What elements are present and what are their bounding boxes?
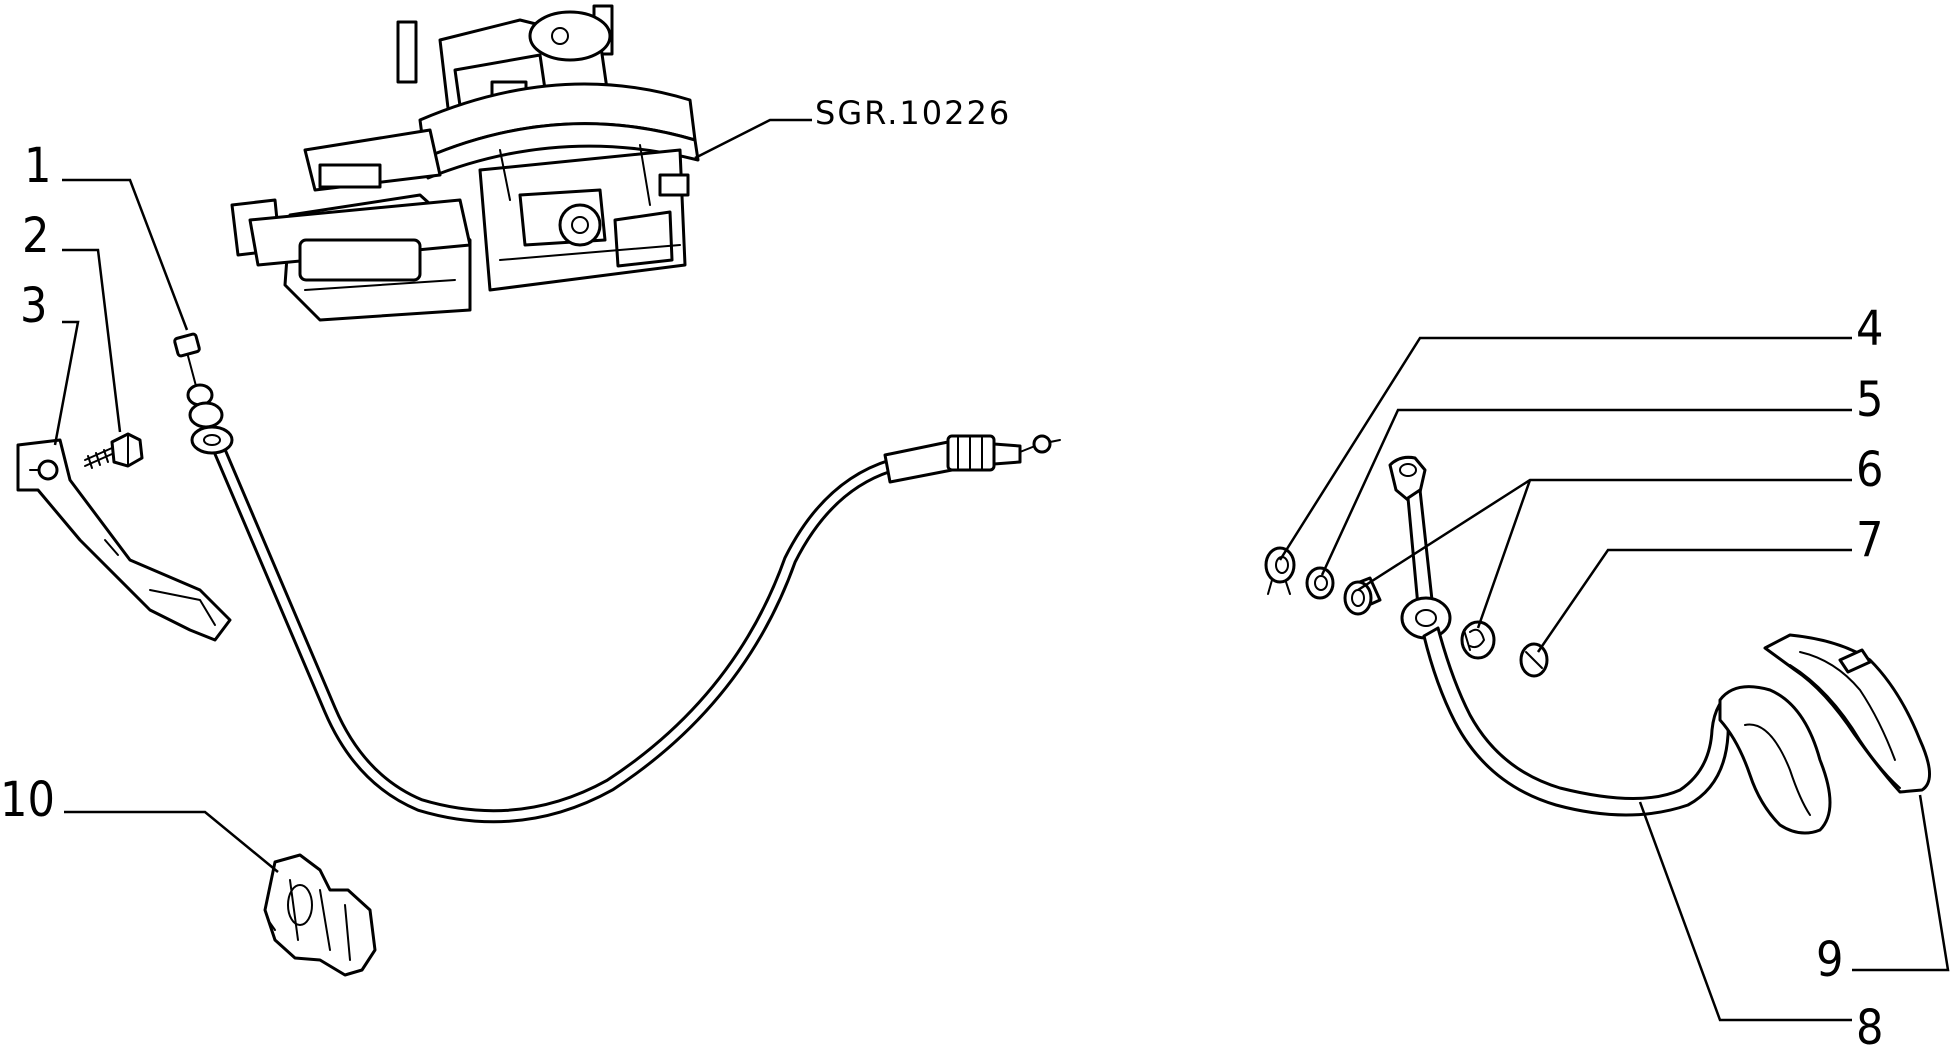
leader-3	[53, 320, 80, 446]
circlip-icon	[1264, 546, 1296, 595]
callout-4: 4	[1856, 301, 1883, 357]
callout-5: 5	[1856, 372, 1883, 428]
cable-clip-icon	[263, 853, 377, 977]
callout-labels: 1 2 3 4 5 6 7 8 9 10	[0, 138, 1883, 1046]
leader-9	[1852, 794, 1950, 972]
leader-4	[1278, 336, 1852, 561]
callout-1: 1	[24, 138, 51, 194]
leader-1	[62, 178, 189, 331]
callout-2: 2	[22, 208, 49, 264]
throttle-cable-icon	[173, 332, 1061, 824]
bracket-icon	[16, 438, 232, 642]
callout-9: 9	[1816, 932, 1843, 988]
leader-6	[1357, 478, 1852, 629]
reference-code: SGR.10226	[815, 94, 1011, 132]
carburetor-icon	[230, 4, 700, 322]
bushing-left-icon	[1343, 576, 1382, 616]
bushing-right-icon	[1460, 620, 1496, 660]
leader-8	[1638, 801, 1852, 1022]
callout-6: 6	[1856, 442, 1883, 498]
accelerator-pedal-arm-icon	[1388, 455, 1832, 835]
leader-10	[64, 810, 279, 873]
callout-8: 8	[1856, 1000, 1883, 1046]
bolt-icon	[84, 432, 144, 469]
leader-2	[62, 248, 122, 433]
pedal-pad-icon	[1763, 633, 1931, 794]
washer-icon	[1305, 566, 1335, 600]
callout-7: 7	[1856, 512, 1883, 568]
cap-icon	[1519, 642, 1549, 678]
leader-lines	[53, 178, 1950, 1022]
callout-3: 3	[20, 278, 47, 334]
leader-5	[1320, 408, 1852, 576]
leader-7	[1536, 548, 1852, 653]
callout-10: 10	[0, 772, 55, 828]
